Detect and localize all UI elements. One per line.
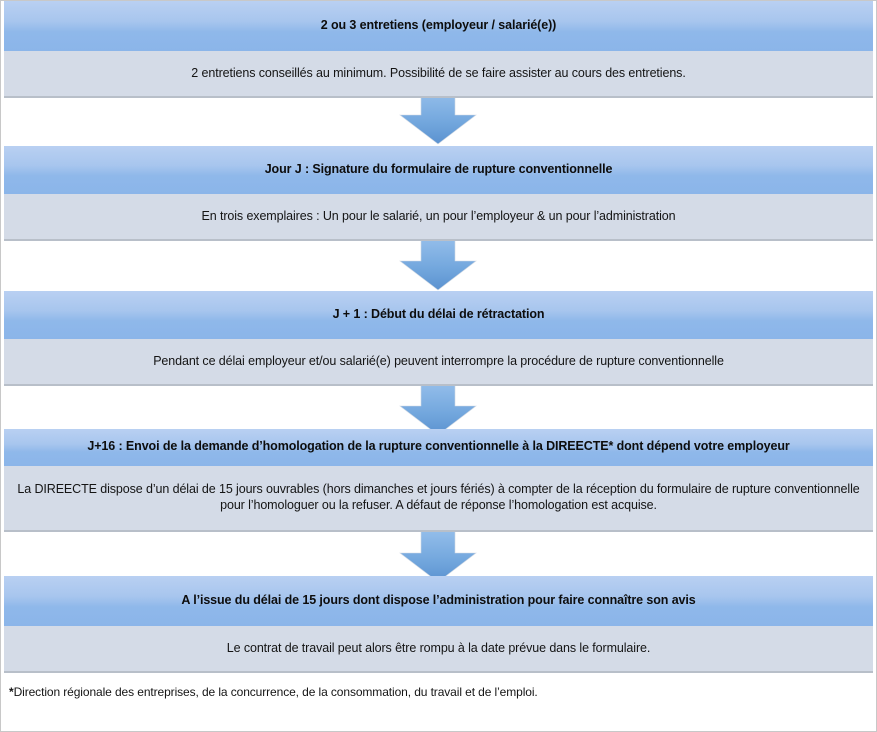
step-1-header: 2 ou 3 entretiens (employeur / salarié(e… xyxy=(4,1,873,51)
step-box-1: 2 ou 3 entretiens (employeur / salarié(e… xyxy=(4,1,873,98)
step-1-body: 2 entretiens conseillés au minimum. Poss… xyxy=(4,51,873,98)
step-box-3: J + 1 : Début du délai de rétractation P… xyxy=(4,291,873,386)
step-4-body: La DIREECTE dispose d’un délai de 15 jou… xyxy=(4,466,873,532)
step-box-5: A l’issue du délai de 15 jours dont disp… xyxy=(4,576,873,673)
footnote: *Direction régionale des entreprises, de… xyxy=(9,685,869,699)
arrow-step2-to-step3 xyxy=(399,239,477,291)
step-3-header: J + 1 : Début du délai de rétractation xyxy=(4,291,873,339)
step-3-body: Pendant ce délai employeur et/ou salarié… xyxy=(4,339,873,386)
step-box-4: J+16 : Envoi de la demande d’homologatio… xyxy=(4,429,873,532)
footnote-marker: * xyxy=(9,685,14,699)
step-5-body: Le contrat de travail peut alors être ro… xyxy=(4,626,873,673)
step-5-header: A l’issue du délai de 15 jours dont disp… xyxy=(4,576,873,626)
arrow-step4-to-step5 xyxy=(399,531,477,583)
step-4-header: J+16 : Envoi de la demande d’homologatio… xyxy=(4,429,873,466)
footnote-text: Direction régionale des entreprises, de … xyxy=(13,685,538,699)
step-box-2: Jour J : Signature du formulaire de rupt… xyxy=(4,146,873,241)
step-2-header: Jour J : Signature du formulaire de rupt… xyxy=(4,146,873,194)
arrow-step1-to-step2 xyxy=(399,93,477,145)
step-2-body: En trois exemplaires : Un pour le salari… xyxy=(4,194,873,241)
arrow-step3-to-step4 xyxy=(399,384,477,436)
